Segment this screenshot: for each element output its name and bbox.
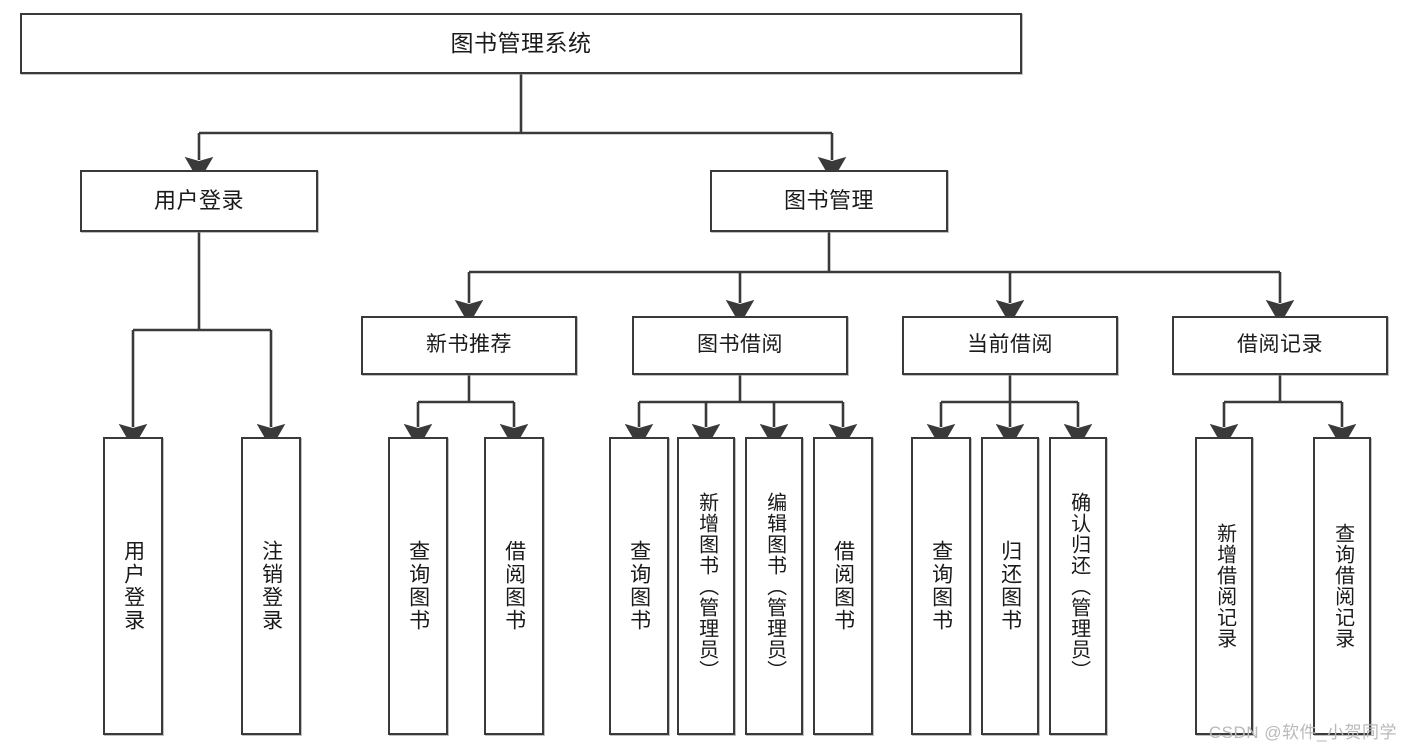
node-label: 查询图书 <box>406 540 430 632</box>
node-label: 新增借阅记录 <box>1213 523 1236 649</box>
node-label: 图书借阅 <box>697 333 783 357</box>
leaf-current-confirm-return-admin[interactable]: 确认归还（管理员） <box>1049 437 1107 735</box>
node-label: 图书管理系统 <box>450 29 592 56</box>
node-label: 新书推荐 <box>426 333 512 357</box>
node-label: 编辑图书（管理员） <box>763 491 786 681</box>
node-label: 图书管理 <box>783 188 874 214</box>
node-book-management[interactable]: 图书管理 <box>710 170 948 232</box>
node-user-login[interactable]: 用户登录 <box>80 170 318 232</box>
leaf-current-return-book[interactable]: 归还图书 <box>981 437 1039 735</box>
node-label: 当前借阅 <box>967 333 1053 357</box>
leaf-borrow-edit-book-admin[interactable]: 编辑图书（管理员） <box>745 437 803 735</box>
node-label: 借阅图书 <box>831 540 855 632</box>
node-label: 用户登录 <box>121 540 145 632</box>
csdn-watermark: CSDN @软件_小贺同学 <box>1208 723 1397 742</box>
leaf-borrow-query-book[interactable]: 查询图书 <box>609 437 669 735</box>
node-new-book-recommend[interactable]: 新书推荐 <box>361 316 577 375</box>
leaf-current-query-book[interactable]: 查询图书 <box>911 437 971 735</box>
node-root-book-management-system[interactable]: 图书管理系统 <box>20 13 1022 74</box>
node-label: 借阅图书 <box>502 540 526 632</box>
node-label: 用户登录 <box>153 188 244 214</box>
node-label: 借阅记录 <box>1237 333 1323 357</box>
node-label: 注销登录 <box>259 540 283 632</box>
node-label: 确认归还（管理员） <box>1067 491 1090 681</box>
node-borrow-records[interactable]: 借阅记录 <box>1172 316 1388 375</box>
leaf-borrow-borrow-book[interactable]: 借阅图书 <box>813 437 873 735</box>
node-label: 归还图书 <box>998 540 1022 632</box>
node-label: 查询图书 <box>929 540 953 632</box>
leaf-records-add-record[interactable]: 新增借阅记录 <box>1195 437 1253 735</box>
node-current-borrow[interactable]: 当前借阅 <box>902 316 1118 375</box>
leaf-new-book-query[interactable]: 查询图书 <box>388 437 448 735</box>
node-label: 新增图书（管理员） <box>695 491 718 681</box>
leaf-user-login-login[interactable]: 用户登录 <box>103 437 163 735</box>
leaf-new-book-borrow[interactable]: 借阅图书 <box>484 437 544 735</box>
node-label: 查询图书 <box>627 540 651 632</box>
node-label: 查询借阅记录 <box>1331 523 1354 649</box>
leaf-borrow-add-book-admin[interactable]: 新增图书（管理员） <box>677 437 735 735</box>
node-book-borrow[interactable]: 图书借阅 <box>632 316 848 375</box>
leaf-user-login-logout[interactable]: 注销登录 <box>241 437 301 735</box>
leaf-records-query-record[interactable]: 查询借阅记录 <box>1313 437 1371 735</box>
